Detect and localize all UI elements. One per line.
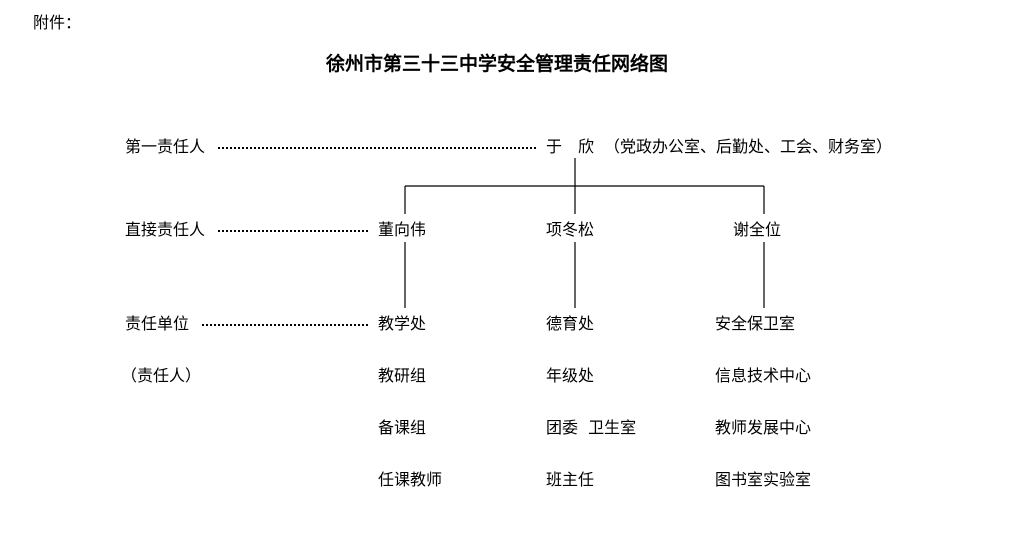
direct-person-middle: 项冬松	[546, 220, 595, 239]
unit-right-item: 安全保卫室	[715, 314, 796, 333]
unit-left-item: 教研组	[378, 366, 427, 385]
responsible-person-note: （责任人）	[121, 366, 202, 385]
unit-middle-item: 年级处	[546, 366, 595, 385]
unit-right-item: 教师发展中心	[715, 418, 812, 437]
direct-person-right: 谢全位	[733, 220, 782, 239]
dotted-leader	[218, 230, 368, 232]
direct-person-left: 董向伟	[378, 220, 427, 239]
unit-middle-item: 班主任	[546, 470, 595, 489]
unit-left-item: 备课组	[378, 418, 427, 437]
unit-left-item: 任课教师	[378, 470, 443, 489]
top-leader-departments: （党政办公室、后勤处、工会、财务室）	[604, 137, 893, 156]
dotted-leader	[202, 324, 368, 326]
unit-middle-item: 团委 卫生室	[546, 418, 637, 437]
unit-middle-item: 德育处	[546, 314, 595, 333]
unit-left-item: 教学处	[378, 314, 427, 333]
first-responsible-label: 第一责任人	[125, 137, 206, 156]
top-leader-name: 于 欣	[546, 137, 595, 156]
attachment-label: 附件：	[33, 13, 82, 32]
dotted-leader	[218, 147, 536, 149]
direct-responsible-label: 直接责任人	[125, 220, 206, 239]
responsible-unit-label: 责任单位	[125, 314, 190, 333]
page-title: 徐州市第三十三中学安全管理责任网络图	[326, 53, 669, 75]
unit-right-item: 信息技术中心	[715, 366, 812, 385]
unit-right-item: 图书室实验室	[715, 470, 812, 489]
